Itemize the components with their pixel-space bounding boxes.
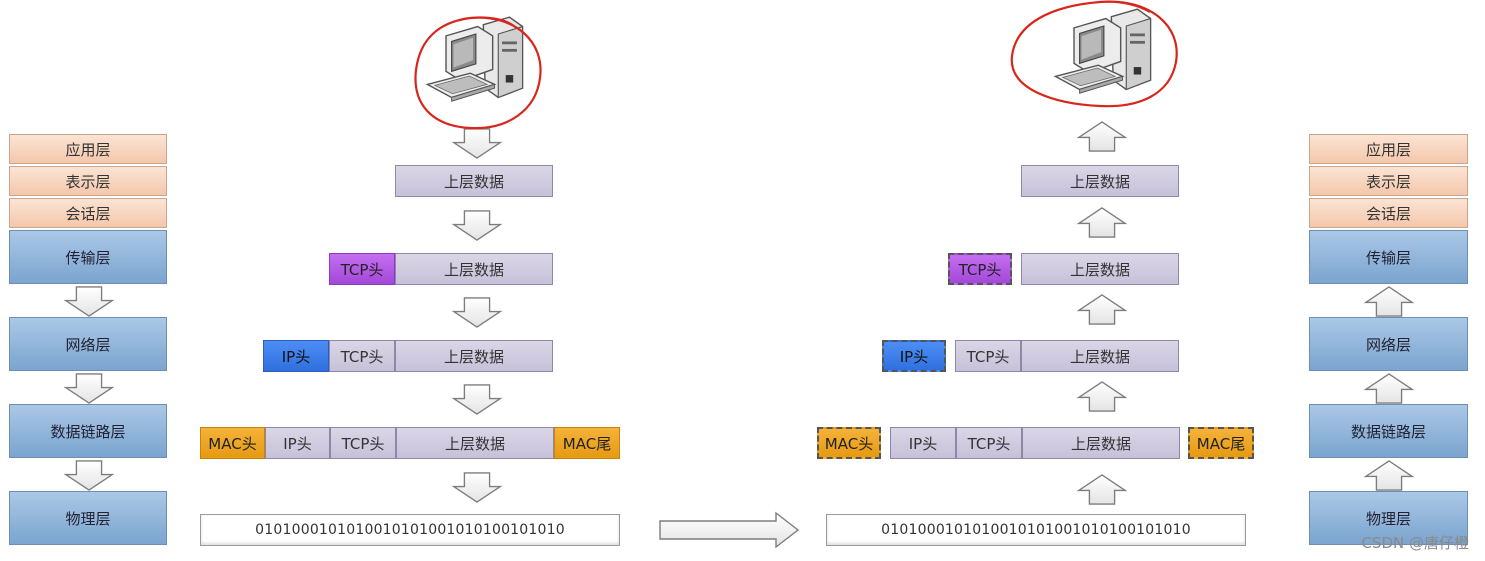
left-stack-down-arrow-2 [65,373,113,404]
right-layer-application: 应用层 [1309,134,1468,164]
recv-upper-data-l3: 上层数据 [1021,340,1179,372]
send-mac-header-l4: MAC头 [200,427,265,459]
recv-tcp-header-l4: TCP头 [956,427,1022,459]
send-tcp-header-l3: TCP头 [329,340,395,372]
right-stack-up-arrow-3 [1365,460,1413,491]
decap-up-arrow-3 [1078,381,1126,412]
right-stack-up-arrow-2 [1365,373,1413,404]
sender-highlight-circle [414,16,542,130]
receiver-highlight-circle [1010,0,1178,108]
send-upper-data-l4: 上层数据 [396,427,554,459]
watermark: CSDN @唐仔橙 [1361,534,1469,552]
send-upper-data-l2: 上层数据 [395,253,553,285]
left-layer-transport: 传输层 [9,230,167,284]
recv-ip-header-l4: IP头 [890,427,956,459]
recv-tcp-header-l3: TCP头 [955,340,1021,372]
send-ip-header-l3: IP头 [263,340,329,372]
encap-down-arrow-3 [453,384,501,415]
recv-bitstream: 0101000101010010101001010100101010 [826,514,1246,546]
send-ip-header-l4: IP头 [265,427,330,459]
left-layer-presentation: 表示层 [9,166,167,196]
right-stack-up-arrow-1 [1365,286,1413,317]
right-layer-transport: 传输层 [1309,230,1468,284]
transmit-right-arrow [659,511,800,549]
right-layer-datalink: 数据链路层 [1309,404,1468,458]
decap-up-arrow-0 [1078,121,1126,152]
encap-down-arrow-4 [453,472,501,503]
send-mac-trailer-l4: MAC尾 [554,427,620,459]
left-layer-network: 网络层 [9,317,167,371]
send-bitstream: 0101000101010010101001010100101010 [200,514,620,546]
decap-up-arrow-4 [1078,474,1126,505]
left-layer-session: 会话层 [9,198,167,228]
right-layer-physical: 物理层 [1309,491,1468,545]
recv-tcp-header-l2: TCP头 [948,253,1012,285]
recv-upper-data-l2: 上层数据 [1021,253,1179,285]
left-stack-down-arrow-3 [65,460,113,491]
decap-up-arrow-2 [1078,294,1126,325]
encap-down-arrow-1 [453,210,501,241]
send-upper-data-l1: 上层数据 [395,165,553,197]
computer-icon [426,16,524,102]
send-tcp-header-l4: TCP头 [330,427,396,459]
left-layer-physical: 物理层 [9,491,167,545]
computer-icon [1054,8,1152,94]
recv-upper-data-l4: 上层数据 [1022,427,1180,459]
decap-up-arrow-1 [1078,207,1126,238]
send-upper-data-l3: 上层数据 [395,340,553,372]
recv-ip-header-l3: IP头 [882,340,946,372]
send-tcp-header-l2: TCP头 [329,253,395,285]
right-layer-network: 网络层 [1309,317,1468,371]
left-layer-datalink: 数据链路层 [9,404,167,458]
right-layer-presentation: 表示层 [1309,166,1468,196]
recv-upper-data-l1: 上层数据 [1021,165,1179,197]
recv-mac-trailer-l4: MAC尾 [1188,427,1254,459]
left-stack-down-arrow-1 [65,286,113,317]
encap-down-arrow-0 [453,128,501,159]
recv-mac-header-l4: MAC头 [817,427,881,459]
right-layer-session: 会话层 [1309,198,1468,228]
encap-down-arrow-2 [453,297,501,328]
left-layer-application: 应用层 [9,134,167,164]
